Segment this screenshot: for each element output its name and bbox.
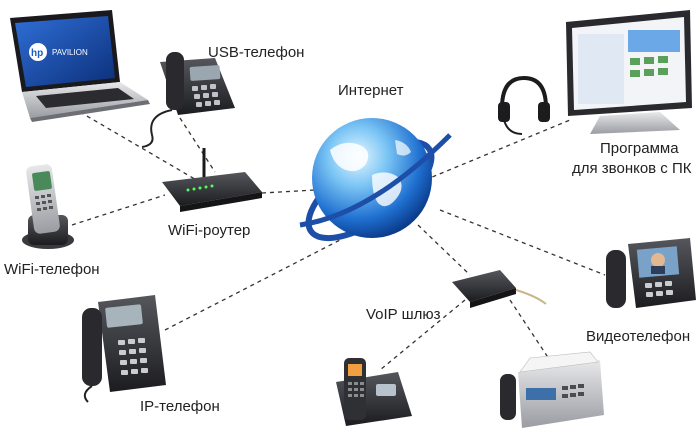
headset-icon bbox=[498, 75, 550, 135]
line-router-globe bbox=[261, 189, 316, 194]
globe-icon bbox=[299, 118, 452, 242]
label-pc-program-line2: для звонков с ПК bbox=[572, 160, 692, 177]
wifi-router-icon bbox=[162, 148, 262, 212]
label-ip-phone: IP-телефон bbox=[140, 398, 220, 415]
voip-gateway-icon bbox=[452, 270, 547, 308]
line-globe-videophone bbox=[439, 209, 606, 276]
label-wifi-phone: WiFi-телефон bbox=[4, 261, 100, 278]
videophone-icon bbox=[606, 238, 696, 308]
label-pc-program-line1: Программа bbox=[600, 140, 679, 157]
line-gateway-dect bbox=[379, 299, 466, 371]
laptop-icon: hp PAVILION bbox=[10, 10, 150, 122]
laptop-model-text: PAVILION bbox=[52, 48, 88, 57]
line-wifiphone-router bbox=[71, 194, 166, 226]
connector-lines bbox=[71, 111, 606, 371]
label-internet: Интернет bbox=[338, 82, 404, 99]
line-laptop-router bbox=[79, 111, 206, 186]
line-globe-pc bbox=[424, 119, 571, 181]
label-voip-gateway: VoIP шлюз bbox=[366, 306, 441, 323]
label-videophone: Видеотелефон bbox=[586, 328, 691, 345]
usb-phone-icon bbox=[141, 52, 235, 148]
line-globe-gateway bbox=[417, 224, 471, 276]
line-usbphone-router bbox=[179, 117, 216, 173]
line-ipphone-globe bbox=[164, 239, 341, 331]
cordless-phone-icon bbox=[22, 164, 74, 249]
ip-phone-icon bbox=[82, 295, 166, 403]
laptop-brand-logo: hp bbox=[31, 48, 43, 59]
label-wifi-router: WiFi-роутер bbox=[168, 222, 251, 239]
monitor-icon bbox=[566, 10, 692, 134]
dect-phone-icon bbox=[336, 358, 412, 426]
fax-machine-icon bbox=[500, 351, 604, 428]
label-usb-phone: USB-телефон bbox=[208, 44, 305, 61]
